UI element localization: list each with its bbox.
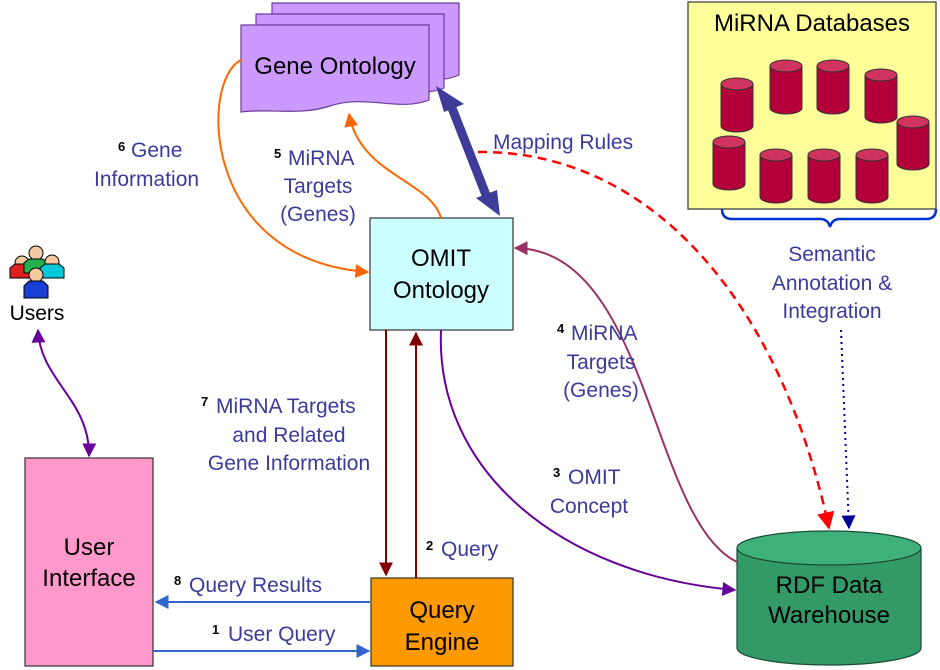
rdf-warehouse-label-line1: RDF Data [776,572,883,599]
step4-line1: MiRNA [571,322,638,345]
step2-number: 2 [426,538,433,553]
step7-line2: and Related [232,424,345,447]
rdf-warehouse-label-line2: Warehouse [768,602,890,629]
semantic-annotation-line1: Semantic [788,243,876,266]
step1-number: 1 [212,622,219,637]
step7-line1: MiRNA Targets [216,395,356,418]
step5-number: 5 [274,146,281,161]
database-brace [720,208,938,228]
database-cylinder-icon [720,77,754,133]
omit-ontology-label-line2: Ontology [393,277,489,304]
step3-arrow [439,329,737,596]
step6-arrow [217,59,370,279]
database-cylinder-icon [712,135,746,191]
query-engine-node: Query Engine [370,577,514,667]
query-engine-label-line1: Query [409,597,474,624]
step3-label: 3 OMIT Concept [550,465,628,518]
gene-ontology-label: Gene Ontology [254,53,415,80]
step3-line2: Concept [550,495,628,518]
step8-text: Query Results [189,574,322,597]
users-interface-arrow [31,328,97,458]
step4-line2: Targets [567,351,636,374]
mapping-rules-label: Mapping Rules [493,131,633,154]
step5-line3: (Genes) [280,203,356,226]
mirna-databases-label: MiRNA Databases [714,10,910,37]
database-cylinder-icon [855,148,889,204]
step3-number: 3 [553,465,560,480]
user-interface-node: User Interface [24,457,154,667]
database-cylinders [712,59,930,204]
step1-label: 1 User Query [212,622,336,646]
step4-label: 4 MiRNA Targets (Genes) [557,321,639,402]
database-cylinder-icon [769,59,803,115]
database-cylinder-icon [759,148,793,204]
semantic-annotation-line2: Annotation & [772,272,892,295]
step1-text: User Query [228,623,336,646]
step5-label: 5 MiRNA Targets (Genes) [274,146,356,226]
omit-ontology-node: OMIT Ontology [369,217,514,331]
step5-line1: MiRNA [288,147,355,170]
step3-line1: OMIT [568,466,621,489]
step7-number: 7 [201,394,208,409]
step8-label: 8 Query Results [174,573,322,597]
step6-line2: Information [94,168,199,191]
semantic-annotation-label: Semantic Annotation & Integration [772,243,892,323]
step5-arrow [344,112,442,219]
step7-label: 7 MiRNA Targets and Related Gene Informa… [201,394,370,475]
step7-line3: Gene Information [208,452,370,475]
mirna-databases-node: MiRNA Databases [687,1,938,228]
database-cylinder-icon [816,59,850,115]
user-interface-label-line2: Interface [42,565,135,592]
rdf-warehouse-node: RDF Data Warehouse [736,530,922,666]
query-engine-label-line2: Engine [405,629,480,656]
step6-line1: Gene [131,139,182,162]
step4-line3: (Genes) [563,379,639,402]
step6-number: 6 [118,139,125,154]
step4-arrow [513,241,738,563]
users-label: Users [10,302,65,325]
omit-ontology-label-line1: OMIT [411,245,471,272]
user-interface-label-line1: User [64,534,115,561]
database-cylinder-icon [864,68,898,124]
semantic-annotation-dotted-arrow [840,329,856,530]
step2-label: 2 Query [426,538,499,561]
step8-number: 8 [174,573,181,588]
step2-text: Query [441,538,499,561]
database-cylinder-icon [896,115,930,171]
gene-ontology-node: Gene Ontology [240,2,460,113]
users-node: Users [9,245,65,325]
users-icon [9,245,65,299]
step5-line2: Targets [284,175,353,198]
step4-number: 4 [557,321,565,336]
step6-label: 6 Gene Information [94,139,199,191]
mapping-rules-arrow [436,86,500,216]
semantic-annotation-line3: Integration [782,300,881,323]
database-cylinder-icon [807,148,841,204]
